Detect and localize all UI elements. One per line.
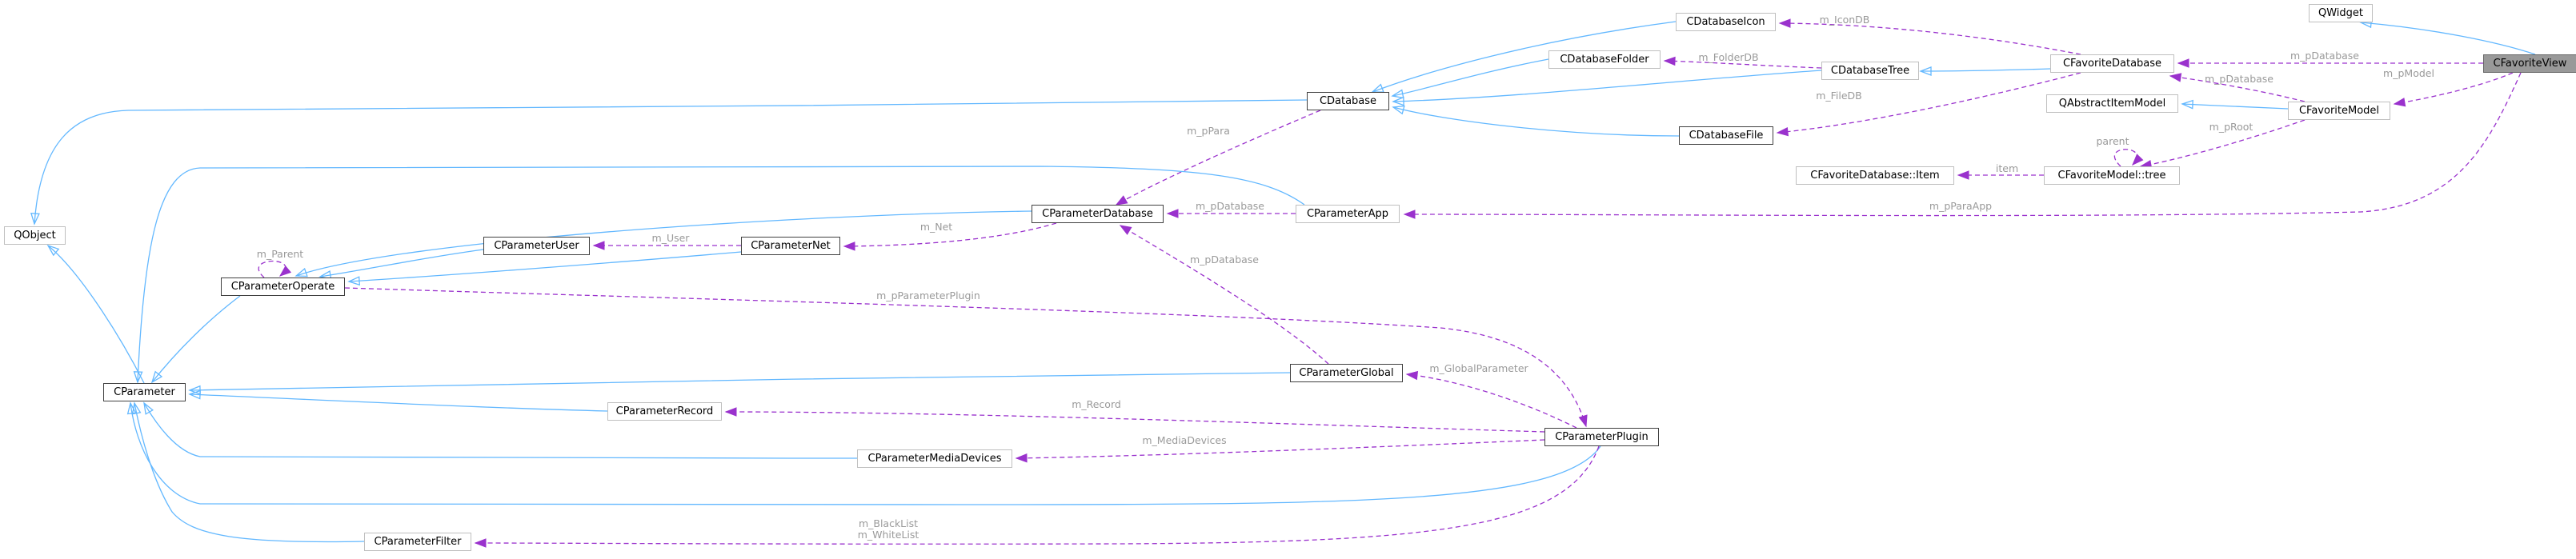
edge-label-e4: m_pParaApp xyxy=(1929,200,1992,212)
edge-cfavoritemodel-to-qabstractitemmodel xyxy=(2181,99,2289,110)
edge-label-e32: m_pDatabase xyxy=(1190,254,1259,266)
node-cfavoritemodel-tree[interactable]: CFavoriteModel::tree xyxy=(2044,166,2180,185)
node-qabstractitemmodel[interactable]: QAbstractItemModel xyxy=(2046,94,2178,113)
edge-label-e33: m_GlobalParameter xyxy=(1429,362,1528,374)
node-cfavoriteview[interactable]: CFavoriteView xyxy=(2483,54,2576,73)
edge-cdatabasefile-to-cdatabase xyxy=(1392,105,1680,137)
edge-cparameter-to-qobject xyxy=(46,244,145,384)
node-cfavoritedatabase-item[interactable]: CFavoriteDatabase::Item xyxy=(1796,166,1954,185)
node-cdatabasefile[interactable]: CDatabaseFile xyxy=(1679,126,1773,145)
node-cfavoritemodel[interactable]: CFavoriteModel xyxy=(2288,102,2390,120)
edge-label-e11: parent xyxy=(2097,135,2129,147)
node-cparameter[interactable]: CParameter xyxy=(103,383,186,401)
edge-cfavoritedatabase-to-cdatabasefile xyxy=(1776,72,2081,137)
edge-cparameteroperate-to-cparameter xyxy=(150,295,241,384)
edge-cparameteroperate-to-cparameteroperate xyxy=(258,260,292,278)
edge-label-e2: m_pDatabase xyxy=(2290,50,2359,62)
edge-label-e35: m_MediaDevices xyxy=(1142,434,1226,446)
node-cparameterglobal[interactable]: CParameterGlobal xyxy=(1290,364,1403,382)
edge-cfavoriteview-to-cparameterapp xyxy=(1403,72,2522,219)
node-cparameterapp[interactable]: CParameterApp xyxy=(1296,205,1400,223)
edge-cdatabase-to-cparameterdatabase xyxy=(1115,110,1321,206)
node-cparameternet[interactable]: CParameterNet xyxy=(741,237,840,255)
node-cfavoritedatabase[interactable]: CFavoriteDatabase xyxy=(2050,54,2174,73)
node-cdatabase[interactable]: CDatabase xyxy=(1307,92,1389,110)
edge-cparameterdatabase-to-cparameteroperate xyxy=(294,210,1032,278)
edge-cparameterfilter-to-cparameter xyxy=(131,401,365,543)
edge-label-e3: m_pModel xyxy=(2383,67,2434,79)
edge-label-e12: item xyxy=(1996,162,2018,174)
node-qobject[interactable]: QObject xyxy=(4,226,66,245)
edge-label-e25: m_User xyxy=(652,232,691,244)
edge-label-e29: m_pParameterPlugin xyxy=(876,289,980,301)
node-cparametermediadevices[interactable]: CParameterMediaDevices xyxy=(857,449,1012,468)
edge-cdatabasetree-to-cdatabasefolder xyxy=(1663,56,1822,69)
edge-cparameterplugin-to-cparameterfilter xyxy=(474,445,1600,548)
edge-cparameterplugin-to-cparameterglobal xyxy=(1405,370,1577,429)
node-cparameterdatabase[interactable]: CParameterDatabase xyxy=(1032,205,1164,223)
edge-cdatabaseicon-to-cdatabase xyxy=(1371,21,1677,93)
edge-label-e21: m_pDatabase xyxy=(1196,200,1264,212)
edge-label-e10: m_pRoot xyxy=(2209,121,2253,133)
edge-cparameterglobal-to-cparameterdatabase xyxy=(1119,225,1329,365)
edge-cparameterplugin-to-cparameter xyxy=(126,401,1601,505)
node-cdatabaseicon[interactable]: CDatabaseIcon xyxy=(1676,13,1776,31)
node-cparameterrecord[interactable]: CParameterRecord xyxy=(607,402,722,421)
edge-cfavoriteview-to-qwidget xyxy=(2359,18,2536,55)
node-cparameterplugin[interactable]: CParameterPlugin xyxy=(1544,428,1659,446)
edge-cfavoritemodel-to-cfavoritemodeltree xyxy=(2139,119,2306,170)
edge-cfavoriteview-to-cfavoritemodel xyxy=(2393,72,2514,107)
node-cdatabasetree[interactable]: CDatabaseTree xyxy=(1821,62,1919,80)
edge-cdatabasefolder-to-cdatabase xyxy=(1391,58,1549,99)
edge-label-e23: m_Net xyxy=(920,221,952,233)
edge-cparameterplugin-to-cparameterrecord xyxy=(724,407,1545,433)
edge-cdatabasetree-to-cdatabase xyxy=(1392,70,1822,106)
node-qwidget[interactable]: QWidget xyxy=(2309,4,2373,22)
edge-label-e16: m_FolderDB xyxy=(1698,51,1758,63)
edge-label-e7: m_FileDB xyxy=(1816,90,1862,102)
edge-cfavoritedatabase-to-cdatabaseicon xyxy=(1778,18,2081,55)
edge-cparameterglobal-to-cparameter xyxy=(188,372,1291,395)
edge-cparameterdatabase-to-cparameternet xyxy=(843,222,1057,251)
edge-cparameteruser-to-cparameteroperate xyxy=(318,249,484,280)
node-cdatabasefolder[interactable]: CDatabaseFolder xyxy=(1548,50,1661,69)
edge-label-e34: m_Record xyxy=(1072,398,1121,410)
edge-cparameterplugin-to-cparametermediadevices xyxy=(1015,439,1545,463)
node-cparameteruser[interactable]: CParameterUser xyxy=(483,237,590,255)
edge-label-e19: m_pPara xyxy=(1187,125,1230,137)
node-cparameteroperate[interactable]: CParameterOperate xyxy=(221,278,345,296)
edge-cparameterrecord-to-cparameter xyxy=(188,389,608,412)
edge-cparameterapp-to-cparameter xyxy=(133,166,1305,384)
edge-cfavoritemodel-to-cfavoritedatabase xyxy=(2169,73,2306,102)
edge-label-e9: m_pDatabase xyxy=(2205,73,2274,85)
edge-cfavoritemodeltree-to-cfavoritemodeltree xyxy=(2113,149,2144,167)
edge-cparametermediadevices-to-cparameter xyxy=(143,401,858,459)
edge-cfavoritedatabase-to-cdatabasetree xyxy=(1919,66,2051,76)
node-cparameterfilter[interactable]: CParameterFilter xyxy=(364,533,471,551)
edge-label-e27: m_Parent xyxy=(257,248,304,260)
edge-label-e6: m_IconDB xyxy=(1820,14,1870,26)
edge-cparameteroperate-to-cparameterplugin xyxy=(344,287,1588,428)
edge-cparameternet-to-cparameteroperate xyxy=(347,251,742,286)
